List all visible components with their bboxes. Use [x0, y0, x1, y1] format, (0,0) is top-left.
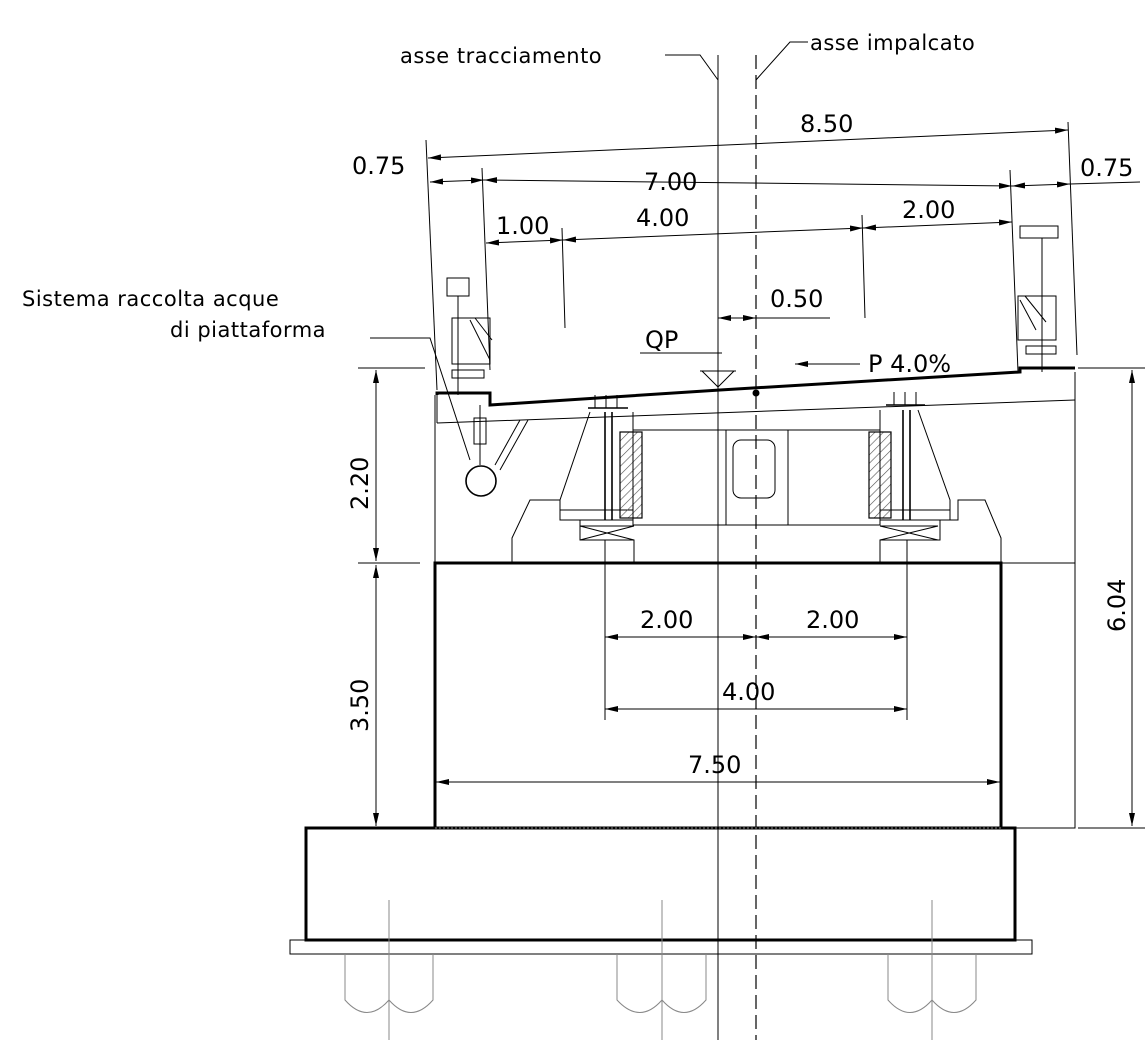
dimension-lines	[358, 121, 1145, 829]
axis-point	[752, 389, 760, 397]
dim-deck-total: 8.50	[800, 110, 853, 138]
dim-pier-width: 7.50	[688, 751, 741, 779]
dim-axis-offset: 0.50	[770, 285, 823, 313]
right-barrier	[1017, 225, 1059, 372]
foundation	[289, 826, 1033, 955]
axis-lines	[665, 41, 808, 1040]
dim-pier-inner: 4.00	[722, 678, 775, 706]
abutment-walls	[306, 372, 1076, 829]
dim-pier-half-left: 2.00	[640, 606, 693, 634]
qp-label: QP	[645, 326, 678, 354]
dim-height-upper: 2.20	[346, 457, 374, 510]
dim-height-total: 6.04	[1103, 579, 1131, 632]
pier	[433, 561, 1003, 829]
dim-curb-left: 0.75	[352, 152, 405, 180]
drainage-label-line2: di piattaforma	[170, 318, 326, 342]
piles	[344, 900, 977, 1040]
dim-curb-right: 0.75	[1080, 154, 1133, 182]
drainage-label-line1: Sistema raccolta acque	[22, 287, 279, 311]
slope-label: P 4.0%	[868, 350, 951, 378]
qp-marker	[640, 352, 736, 388]
left-barrier	[446, 277, 493, 465]
dim-lane-left-margin: 1.00	[496, 212, 549, 240]
deck-slab	[435, 366, 1076, 424]
dim-roadway: 7.00	[644, 168, 697, 196]
steel-girders	[559, 392, 951, 526]
dim-height-lower: 3.50	[346, 679, 374, 732]
dim-lane-width: 4.00	[636, 204, 689, 232]
axis-impalcato-label: asse impalcato	[810, 31, 975, 55]
dim-pier-half-right: 2.00	[806, 606, 859, 634]
drainage-pipe	[370, 337, 529, 497]
dim-lane-right-margin: 2.00	[902, 196, 955, 224]
axis-tracciamento-label: asse tracciamento	[400, 44, 602, 68]
